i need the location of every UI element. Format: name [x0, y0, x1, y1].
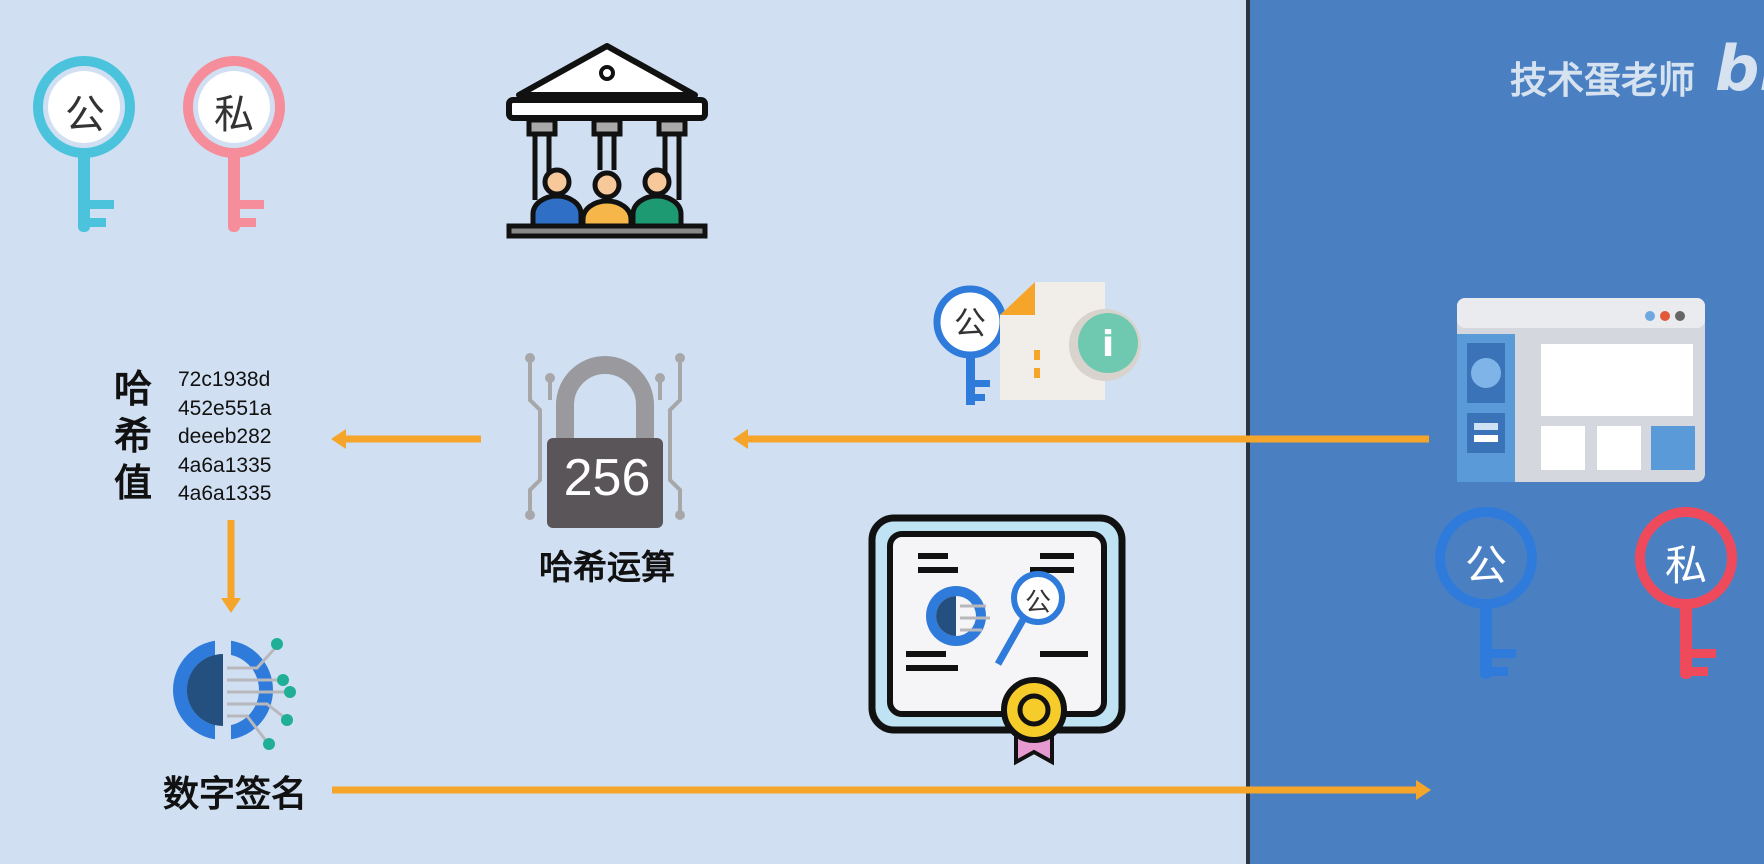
watermark-logo: bi [1715, 32, 1764, 105]
hash-line: 4a6a1335 [178, 453, 272, 477]
receiver-private-key-label: 私 [1664, 541, 1707, 590]
document-key-label: 公 [953, 304, 986, 342]
institution-icon [506, 43, 708, 239]
certificate-key-label: 公 [1024, 588, 1051, 618]
hash-operation-label: 哈希运算 [539, 548, 675, 588]
hash-line: 452e551a [178, 396, 272, 420]
hash-values: 72c1938d 452e551a deeeb282 4a6a1335 4a6a… [178, 366, 271, 509]
certificate-icon [868, 514, 1126, 766]
svg-text:i: i [1102, 324, 1114, 365]
public-key-icon [33, 56, 135, 232]
receiver-public-key-label: 公 [1464, 541, 1507, 590]
public-key-label: 公 [65, 92, 105, 138]
receiver-private-key-icon [1635, 507, 1737, 679]
digital-signature-label: 数字签名 [162, 774, 307, 815]
hash-line: 72c1938d [178, 368, 271, 391]
hash-line: deeeb282 [178, 425, 272, 448]
hash-line: 4a6a1335 [178, 482, 272, 505]
divider [1246, 0, 1250, 864]
document-with-public-key-icon: i [933, 282, 1141, 405]
watermark-text: 技术蛋老师 [1510, 59, 1695, 102]
digital-signature-icon [173, 628, 296, 752]
private-key-icon [183, 56, 285, 232]
browser-window-icon [1457, 298, 1705, 482]
hash-lock-icon [525, 353, 685, 528]
private-key-label: 私 [214, 92, 254, 138]
lock-number: 256 [563, 449, 651, 507]
receiver-public-key-icon [1435, 507, 1537, 679]
hash-value-label: 哈希值 [113, 367, 152, 505]
